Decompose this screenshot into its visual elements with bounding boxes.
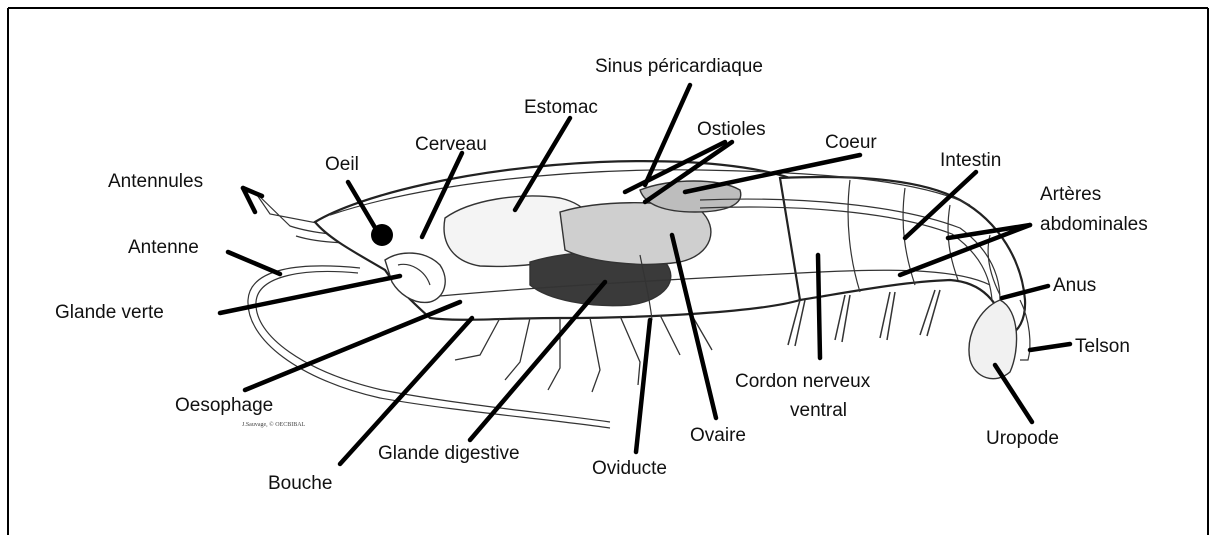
- label-glande-verte: Glande verte: [55, 302, 164, 323]
- label-cordon-1: Cordon nerveux: [735, 371, 871, 392]
- crustacean-illustration: [248, 161, 1030, 428]
- label-intestin: Intestin: [940, 150, 1001, 171]
- label-glande-digestive: Glande digestive: [378, 443, 520, 464]
- label-antennules: Antennules: [108, 171, 203, 192]
- label-ovaire: Ovaire: [690, 425, 746, 446]
- label-oesophage: Oesophage: [175, 395, 273, 416]
- label-oeil: Oeil: [325, 154, 359, 175]
- label-estomac: Estomac: [524, 97, 598, 118]
- walking-legs: [455, 312, 712, 392]
- label-coeur: Coeur: [825, 132, 877, 153]
- uropod: [969, 300, 1017, 379]
- label-telson: Telson: [1075, 336, 1130, 357]
- label-oviducte: Oviducte: [592, 458, 667, 479]
- label-anus: Anus: [1053, 275, 1096, 296]
- label-uropode: Uropode: [986, 428, 1059, 449]
- label-arteres-1: Artères: [1040, 184, 1101, 205]
- label-antenne: Antenne: [128, 237, 199, 258]
- leader-uropode: [995, 365, 1032, 422]
- label-bouche: Bouche: [268, 473, 332, 494]
- label-cerveau: Cerveau: [415, 134, 487, 155]
- label-ostioles: Ostioles: [697, 119, 766, 140]
- label-arteres-2: abdominales: [1040, 214, 1148, 235]
- label-sinus-pericardiaque: Sinus péricardiaque: [595, 56, 763, 77]
- leader-antenne: [228, 252, 280, 274]
- label-cordon-2: ventral: [790, 400, 847, 421]
- leader-glande-verte: [220, 276, 400, 313]
- illustration-credit: J.Sauvage, © OECBIBAL: [242, 421, 306, 428]
- leader-telson: [1030, 344, 1070, 350]
- leader-oviducte: [636, 320, 650, 452]
- leader-cordon: [818, 255, 820, 358]
- leader-oesophage: [245, 302, 460, 390]
